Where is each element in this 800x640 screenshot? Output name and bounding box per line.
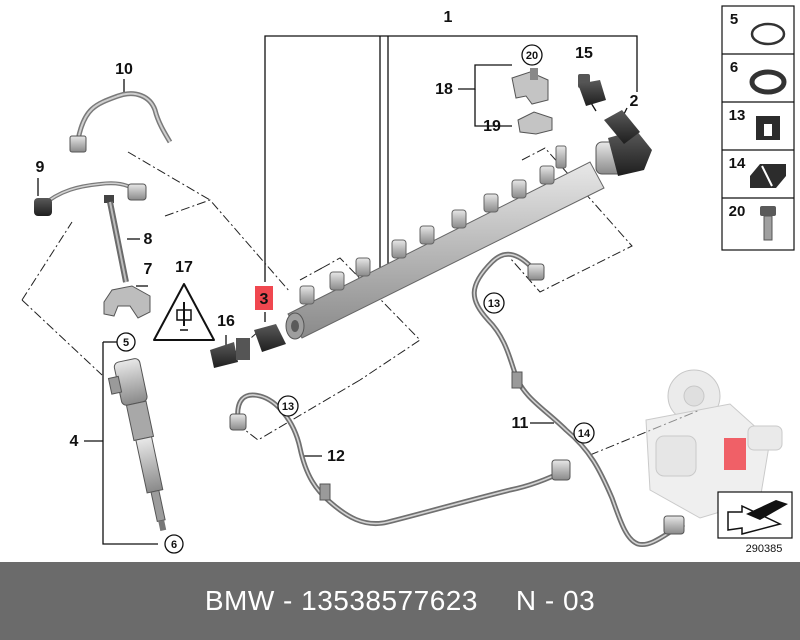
callout-16: 16 xyxy=(217,313,235,330)
callout-1: 1 xyxy=(444,9,453,26)
bubble-5: 5 xyxy=(123,337,129,349)
screw-icon xyxy=(760,206,776,241)
callout-10: 10 xyxy=(115,61,133,78)
warning-triangle-17 xyxy=(153,283,215,341)
hp-line-11 xyxy=(471,251,686,548)
callout-18: 18 xyxy=(435,81,453,98)
o-ring-thick-icon xyxy=(749,69,787,95)
callout-19: 19 xyxy=(483,118,501,135)
callout-11: 11 xyxy=(512,415,529,432)
bubble-6: 6 xyxy=(171,539,177,551)
sensor-16-3 xyxy=(210,324,286,368)
callout-12: 12 xyxy=(327,448,345,465)
callout-labels: 1 2 3 4 7 8 9 10 11 12 15 16 17 18 19 xyxy=(36,9,639,465)
leader-lines xyxy=(37,35,638,545)
legend-item-20-number: 20 xyxy=(729,203,746,220)
injector-line-10 xyxy=(69,91,173,153)
hp-line-12 xyxy=(229,392,571,527)
o-ring-thin-icon xyxy=(750,22,786,46)
fuel-rail-1 xyxy=(285,161,605,340)
callout-3: 3 xyxy=(260,291,269,308)
legend-item-13-number: 13 xyxy=(729,107,746,124)
hp-pump-ghost xyxy=(645,369,783,519)
clip-icon xyxy=(750,164,786,188)
rail-ports xyxy=(299,145,567,305)
clamp-7 xyxy=(103,285,151,319)
bracket-18-19-20 xyxy=(511,68,553,135)
legend xyxy=(721,5,795,251)
view-arrow-box xyxy=(717,491,793,539)
callout-8: 8 xyxy=(144,231,153,248)
callout-7: 7 xyxy=(144,261,153,278)
bubble-20: 20 xyxy=(526,50,538,62)
bubble-13-right: 13 xyxy=(488,298,500,310)
footer-part-number: BMW - 13538577623 xyxy=(204,585,478,616)
injector-4 xyxy=(107,358,167,532)
callout-15: 15 xyxy=(575,45,593,62)
grommet-icon xyxy=(756,116,780,140)
parts-diagram: 1 2 3 4 7 8 9 10 11 12 15 16 17 18 19 5 … xyxy=(21,5,795,555)
bubble-14: 14 xyxy=(578,428,591,440)
bubble-13-left: 13 xyxy=(282,401,294,413)
callout-9: 9 xyxy=(36,159,45,176)
plug-15 xyxy=(578,74,606,106)
pressure-valve-2 xyxy=(595,110,652,176)
callout-3-highlight xyxy=(255,286,273,310)
callout-17: 17 xyxy=(175,259,193,276)
pump-highlight xyxy=(724,438,746,470)
legend-item-6-number: 6 xyxy=(730,59,738,76)
part-number-footer: BMW - 13538577623 N - 03 xyxy=(0,562,800,640)
callout-2: 2 xyxy=(630,93,639,110)
bolt-8 xyxy=(104,195,129,283)
legend-item-5-number: 5 xyxy=(730,11,738,28)
return-line-9 xyxy=(34,181,147,216)
diagram-image-number: 290385 xyxy=(746,543,783,555)
footer-position: N - 03 xyxy=(515,585,596,616)
circled-callouts: 5 6 13 13 14 20 xyxy=(116,44,595,554)
legend-item-14-number: 14 xyxy=(729,155,746,172)
callout-4: 4 xyxy=(70,433,79,450)
legend-labels: 5 6 13 14 20 xyxy=(729,11,746,220)
